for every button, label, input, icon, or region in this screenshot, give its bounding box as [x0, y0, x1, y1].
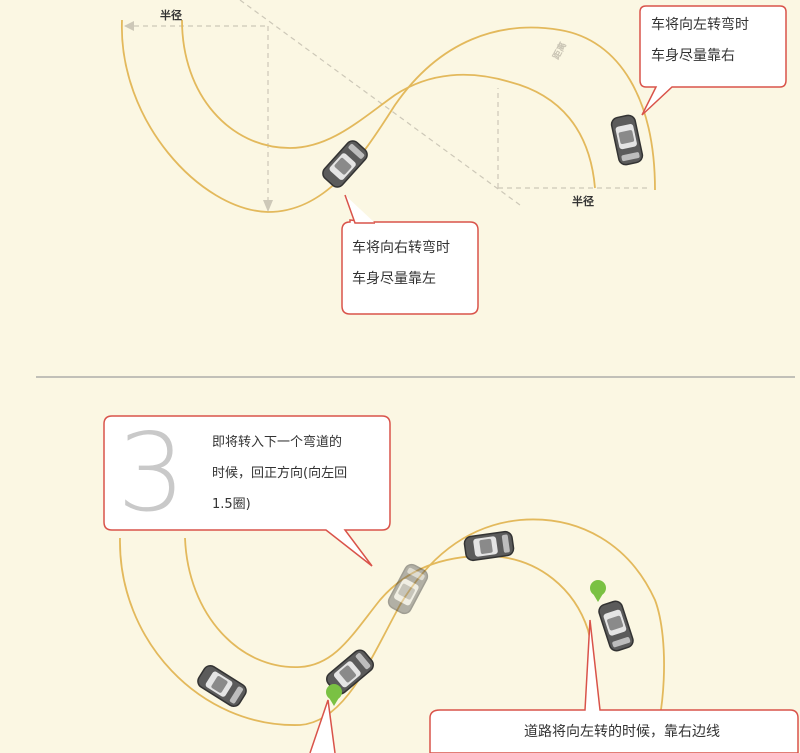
green-marker-icon [590, 580, 606, 602]
guide-lines [125, 0, 650, 212]
callout-step-box [103, 415, 391, 567]
callout-step-text: 即将转入下一个弯道的 时候，回正方向(向左回 1.5圈) [212, 435, 348, 512]
step-number: 3 [117, 411, 186, 536]
callout-left-turn-box [639, 5, 787, 116]
callout-right-turn-pointer [344, 194, 375, 224]
arrow-head [263, 200, 273, 212]
callout-left-turn-text: 车将向左转弯时 车身尽量靠右 [651, 17, 749, 64]
arrow-head [124, 21, 134, 31]
green-marker-icon [326, 684, 342, 706]
top-diagram [121, 0, 787, 315]
car-icon [319, 137, 371, 191]
top-road-inner-edge [181, 19, 596, 189]
callout-road-left-box [429, 619, 799, 753]
car-icon [194, 662, 250, 710]
car-icon [462, 530, 516, 562]
car-icon [596, 598, 636, 654]
callout-bottom-left-pointer [309, 699, 336, 753]
radius-label-left: 半径 [160, 9, 182, 22]
car-icon [385, 561, 431, 617]
car-icon [609, 113, 645, 167]
callout-right-turn-text: 车将向右转弯时 车身尽量靠左 [352, 240, 450, 287]
top-road [121, 19, 656, 213]
top-road-outer-edge [121, 19, 656, 213]
callout-right-turn-box [341, 219, 479, 315]
callout-road-left-text: 道路将向左转的时候，靠右边线 [524, 724, 720, 740]
bottom-diagram [103, 415, 799, 753]
radius-label-right: 半径 [572, 195, 594, 208]
